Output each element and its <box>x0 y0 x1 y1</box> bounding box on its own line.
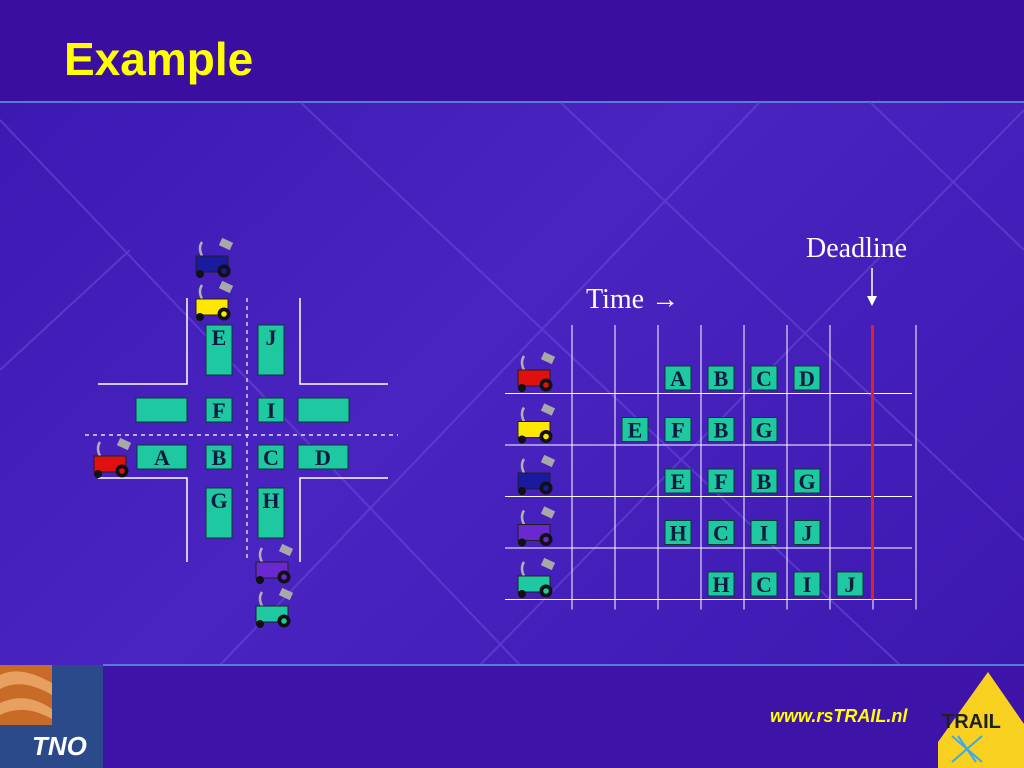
intersection-cell-label: J <box>266 325 277 350</box>
intersection-cell-label: F <box>212 398 225 423</box>
deadline-arrow <box>867 268 877 306</box>
intersection-block-east <box>297 397 350 423</box>
intersection-cell-label: B <box>212 445 227 470</box>
vehicle-teal <box>255 587 294 628</box>
schedule-cell-label: G <box>798 469 815 494</box>
intersection-cell-label: G <box>210 488 227 513</box>
schedule-cell-label: C <box>713 521 729 546</box>
schedule-vehicle-yellow <box>517 403 556 444</box>
schedule-cell-teal-H: H <box>707 571 735 597</box>
schedule-cell-red-B: B <box>707 365 735 391</box>
intersection-cell-D: D <box>297 444 349 470</box>
schedule-cell-yellow-B: B <box>707 417 735 443</box>
schedule-cell-label: B <box>714 418 729 443</box>
schedule-cell-purple-H: H <box>664 520 692 546</box>
deadline-label: Deadline <box>806 233 907 264</box>
schedule-cell-blue-G: G <box>793 468 821 494</box>
trail-logo-text: TRAIL <box>942 711 1001 733</box>
schedule-cell-purple-I: I <box>750 520 778 546</box>
time-axis-label: Time → <box>586 284 679 315</box>
tno-logo-text: TNO <box>32 731 87 761</box>
intersection-cell-F: F <box>205 397 233 423</box>
intersection-cell-G: G <box>205 487 233 539</box>
intersection-cell-E: E <box>205 324 233 376</box>
intersection-cell-label: I <box>267 398 276 423</box>
schedule-cell-red-A: A <box>664 365 692 391</box>
schedule-cell-red-C: C <box>750 365 778 391</box>
schedule-vehicle-red <box>517 351 556 392</box>
vehicle-purple <box>255 543 294 584</box>
schedule-cell-label: J <box>802 521 813 546</box>
trail-logo-mark <box>951 735 983 763</box>
intersection-vehicles <box>93 237 294 628</box>
schedule-cell-blue-F: F <box>707 468 735 494</box>
tno-logo: TNO <box>0 665 103 768</box>
schedule-cell-label: E <box>671 469 686 494</box>
slide-title: Example <box>64 33 254 85</box>
schedule-cells: A B C D E F B G E F B G H C I J H C I J <box>621 365 864 597</box>
schedule-cell-red-D: D <box>793 365 821 391</box>
schedule-cell-label: J <box>845 572 856 597</box>
schedule-vehicle-teal <box>517 557 556 598</box>
vehicle-blue <box>195 237 234 278</box>
intersection-cell-H: H <box>257 487 285 539</box>
schedule-vehicle-purple <box>517 506 556 547</box>
schedule-cell-label: E <box>628 418 643 443</box>
schedule-cell-yellow-G: G <box>750 417 778 443</box>
schedule-cell-yellow-F: F <box>664 417 692 443</box>
intersection-cell-label: A <box>154 445 170 470</box>
schedule-cell-teal-C: C <box>750 571 778 597</box>
schedule-cell-label: H <box>712 572 729 597</box>
road-edges <box>98 298 388 562</box>
schedule-vehicles <box>517 351 556 598</box>
schedule-cell-label: B <box>757 469 772 494</box>
schedule-cell-purple-J: J <box>793 520 821 546</box>
intersection-cell-B: B <box>205 444 233 470</box>
intersection-cell-C: C <box>257 444 285 470</box>
schedule-cell-blue-E: E <box>664 468 692 494</box>
schedule-cell-teal-I: I <box>793 571 821 597</box>
schedule-vehicle-blue <box>517 454 556 495</box>
schedule-cell-label: D <box>799 366 815 391</box>
schedule-cell-label: I <box>760 521 769 546</box>
intersection-cell-label: H <box>262 488 279 513</box>
schedule-cell-teal-J: J <box>836 571 864 597</box>
title-band <box>0 0 1024 102</box>
schedule-cell-label: B <box>714 366 729 391</box>
schedule-cell-label: A <box>670 366 686 391</box>
schedule-cell-label: G <box>755 418 772 443</box>
intersection-cell-label: E <box>212 325 227 350</box>
schedule-cell-label: C <box>756 572 772 597</box>
footer-band <box>0 665 1024 768</box>
intersection-cell-label: C <box>263 445 279 470</box>
schedule-cell-yellow-E: E <box>621 417 649 443</box>
schedule-cell-label: H <box>669 521 686 546</box>
vehicle-yellow <box>195 280 234 321</box>
schedule-cell-label: I <box>803 572 812 597</box>
intersection-block-west <box>135 397 188 423</box>
intersection-cell-label: D <box>315 445 331 470</box>
schedule-cell-blue-B: B <box>750 468 778 494</box>
vehicle-red <box>93 437 132 478</box>
intersection-cells: E J F I A B C D G H <box>135 324 350 539</box>
intersection-cell-I: I <box>257 397 285 423</box>
schedule-cell-purple-C: C <box>707 520 735 546</box>
schedule-cell-label: F <box>714 469 727 494</box>
schedule-grid <box>505 325 917 610</box>
schedule-cell-label: F <box>671 418 684 443</box>
intersection-cell-A: A <box>136 444 188 470</box>
intersection-cell-J: J <box>257 324 285 376</box>
lane-center-lines <box>85 298 398 562</box>
schedule-cell-label: C <box>756 366 772 391</box>
trail-logo: TRAIL <box>938 672 1024 768</box>
footer-url[interactable]: www.rsTRAIL.nl <box>770 706 908 726</box>
